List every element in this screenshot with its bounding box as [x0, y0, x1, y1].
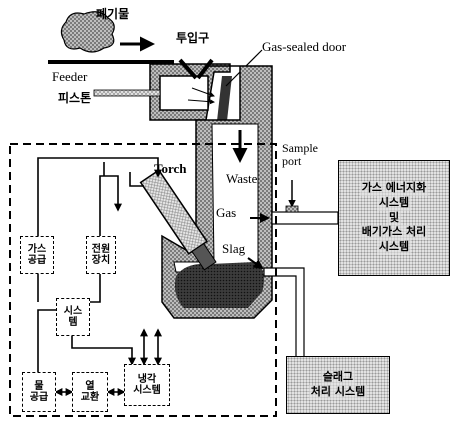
system-line2: 템 — [68, 317, 78, 328]
gas-sealed-door-label: Gas-sealed door — [262, 39, 347, 54]
power-supply-line1: 전원 — [91, 243, 111, 255]
slag-treatment-line2: 처리 시스템 — [308, 385, 368, 400]
waste-material-label: 폐기물 — [96, 7, 130, 21]
sample-port-label-line1: Sample — [282, 141, 318, 155]
feeder-bar — [48, 60, 174, 64]
cooling-system-line1: 냉각 — [137, 373, 157, 385]
gas-energy-line1: 가스 에너지화 — [359, 180, 429, 196]
gas-outlet-duct — [271, 211, 339, 225]
utility-lines — [37, 157, 162, 396]
system-line1: 시스 — [63, 305, 83, 317]
piston-rod — [93, 89, 161, 97]
heat-exchanger-line1: 열 — [85, 380, 95, 392]
plasma-torch — [139, 169, 217, 271]
power-supply-line2: 장치 — [91, 255, 111, 266]
feeder-label: Feeder — [52, 69, 88, 84]
gas-supply-line2: 공급 — [27, 255, 47, 266]
torch-label: Torch — [154, 161, 187, 176]
water-supply-line2: 공급 — [29, 392, 49, 403]
gas-supply-line1: 가스 — [27, 243, 47, 255]
piston-label: 피스톤 — [58, 91, 92, 105]
heat-exchanger-line2: 교환 — [80, 392, 100, 403]
cooling-system-line2: 시스템 — [133, 385, 161, 396]
gas-sealed-door — [216, 76, 232, 130]
slag-treatment-system-box: 슬래그 처리 시스템 — [286, 356, 390, 414]
inlet-label: 투입구 — [176, 31, 210, 45]
water-supply-line1: 물 — [34, 380, 44, 392]
system-enclosure — [9, 143, 277, 417]
gas-energy-line4: 배기가스 처리 — [359, 225, 429, 241]
feeder-chamber — [159, 75, 209, 111]
sample-port-label: Sample port — [282, 141, 318, 169]
slag-label: Slag — [222, 241, 246, 256]
sample-port-label-line2: port — [282, 154, 302, 169]
waste-label: Waste — [226, 171, 258, 186]
gas-energy-line5: 시스템 — [376, 240, 412, 256]
gas-label: Gas — [216, 205, 237, 220]
melt-pool — [175, 262, 264, 308]
waste-blob — [60, 11, 115, 53]
gas-energy-line2: 시스템 — [376, 195, 412, 211]
gas-energy-line3: 및 — [386, 210, 402, 226]
gas-energy-system-box: 가스 에너지화 시스템 및 배기가스 처리 시스템 — [338, 160, 450, 276]
slag-treatment-line1: 슬래그 — [320, 370, 356, 385]
